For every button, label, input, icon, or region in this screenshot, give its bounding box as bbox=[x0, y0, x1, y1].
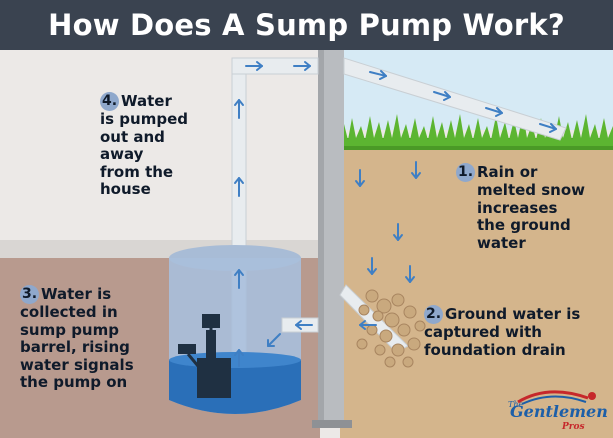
brand-logo: The Gentlemen Pros bbox=[508, 386, 608, 436]
arrow-down-icon bbox=[393, 223, 403, 241]
interior-wall bbox=[0, 50, 320, 240]
title-banner bbox=[0, 0, 613, 50]
float-switch bbox=[202, 314, 220, 328]
arrow-down-left-icon bbox=[267, 333, 281, 347]
arrow-right-icon bbox=[433, 91, 451, 101]
arrow-right-icon bbox=[539, 123, 557, 133]
page-title: How Does A Sump Pump Work? bbox=[48, 8, 565, 42]
barrel-water bbox=[169, 360, 301, 414]
discharge-pipe-outside bbox=[343, 57, 567, 141]
arrow-right-icon bbox=[293, 61, 311, 71]
arrow-down-icon bbox=[355, 169, 365, 187]
arrow-up-icon bbox=[234, 269, 244, 289]
step-3-badge: 3. bbox=[20, 285, 39, 304]
arrow-down-icon bbox=[411, 161, 421, 179]
arrow-up-icon bbox=[234, 177, 244, 197]
sump-pump-diagram bbox=[0, 50, 613, 438]
step-2-label: 2.Ground water is captured with foundati… bbox=[424, 305, 581, 359]
grass-blades bbox=[340, 114, 613, 146]
arrow-up-icon bbox=[234, 99, 244, 119]
step-2-badge: 2. bbox=[424, 305, 443, 324]
sky bbox=[340, 50, 613, 130]
logo-swoosh bbox=[517, 390, 596, 405]
gravel-bed bbox=[356, 289, 426, 368]
arrow-right-icon bbox=[369, 70, 387, 80]
wall-footing bbox=[312, 420, 352, 428]
sump-pump bbox=[197, 358, 231, 398]
arrow-left-icon bbox=[295, 320, 313, 330]
arrow-down-icon bbox=[367, 257, 377, 275]
arrow-right-icon bbox=[245, 61, 263, 71]
step-3-label: 3.Water is collected in sump pump barrel… bbox=[20, 285, 134, 391]
step-4-label: 4.Water is pumped out and away from the … bbox=[100, 92, 188, 198]
step-4-badge: 4. bbox=[100, 92, 119, 111]
step-1-label: 1.Rain or melted snow increases the grou… bbox=[456, 163, 586, 252]
arrow-up-icon bbox=[234, 349, 244, 367]
discharge-pipe-horizontal bbox=[231, 57, 319, 75]
step-1-badge: 1. bbox=[456, 163, 475, 182]
exterior-soil bbox=[340, 148, 613, 438]
arrow-right-icon bbox=[485, 107, 503, 117]
arrow-down-icon bbox=[405, 265, 415, 283]
arrow-left-icon bbox=[359, 320, 377, 330]
